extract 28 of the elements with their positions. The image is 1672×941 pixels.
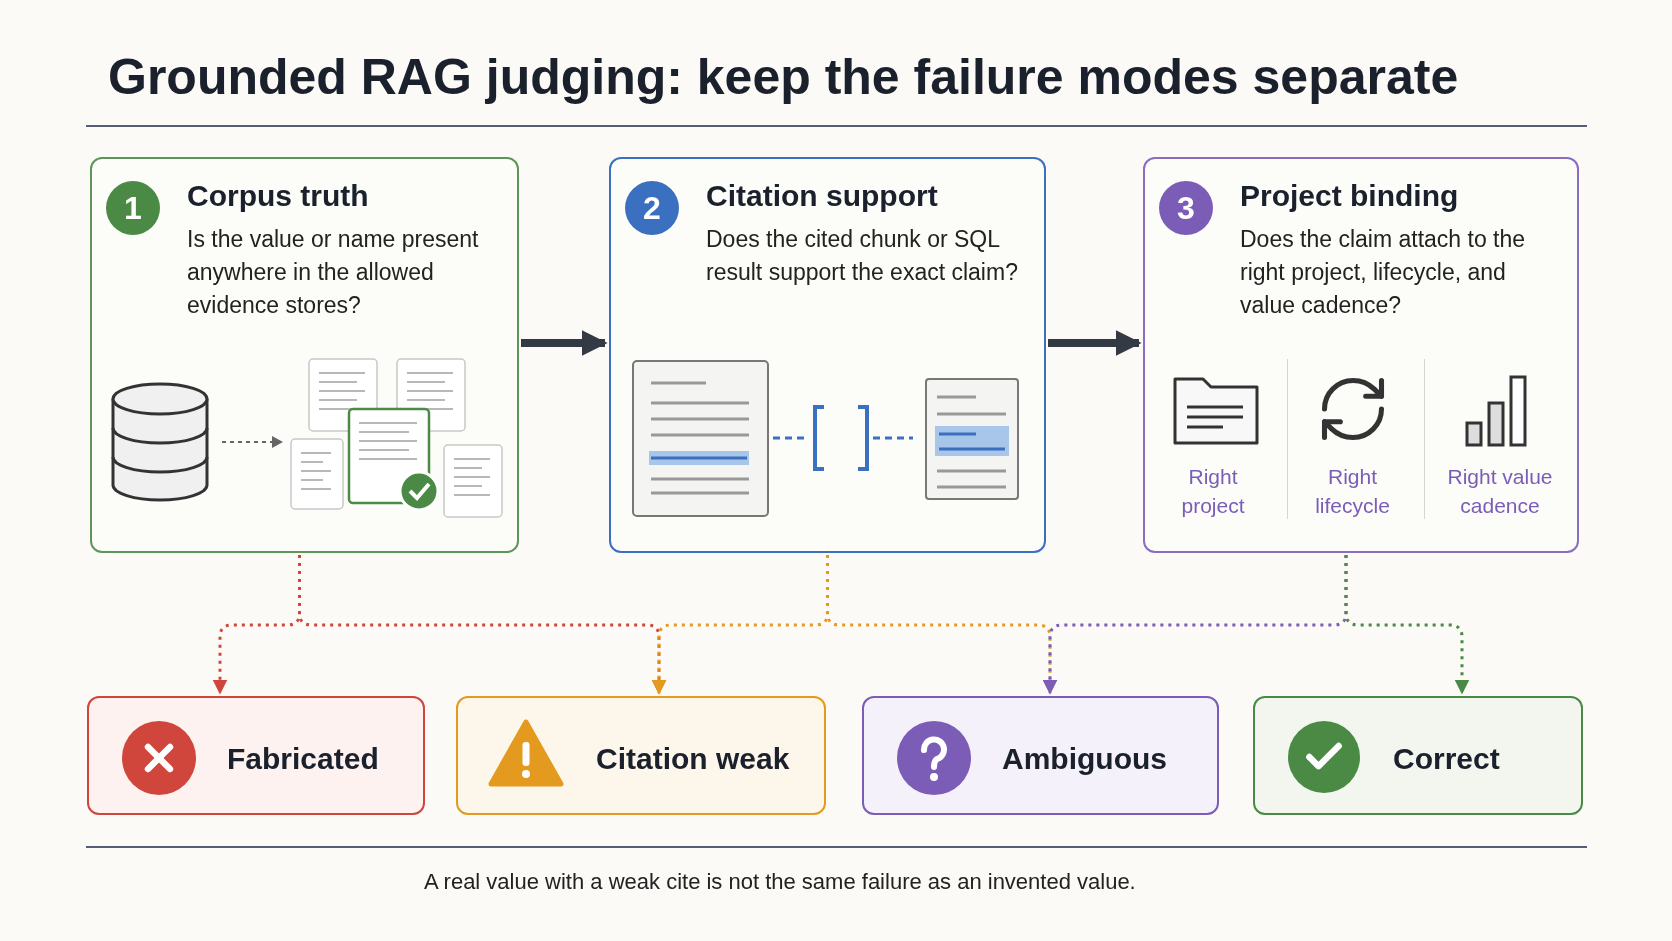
step-question: Is the value or name present anywhere in the allowed evidence stores? — [187, 224, 480, 320]
step-heading: Corpus truth — [187, 178, 370, 214]
outcome-label: Fabricated — [227, 741, 379, 777]
step-heading: Project binding — [1240, 178, 1460, 214]
aspect-label: Right lifecycle — [1314, 464, 1391, 519]
dotted-connector — [1344, 555, 1470, 695]
step-number-badge: 2 — [625, 181, 679, 235]
outcome-box — [862, 696, 1219, 815]
outcome-label: Ambiguous — [1002, 741, 1167, 777]
step-card — [1143, 157, 1579, 553]
step-heading: Citation support — [706, 178, 939, 214]
caption: A real value with a weak cite is not the same failure as an invented value. — [424, 868, 1136, 896]
flow-arrow — [1048, 330, 1142, 356]
flow-arrow — [521, 330, 608, 356]
step-question: Does the claim attach to the right project, lifecycle, and value cadence? — [1240, 224, 1527, 320]
step-number-badge: 1 — [106, 181, 160, 235]
title: Grounded RAG judging: keep the failure modes separate — [108, 48, 1459, 107]
aspect-label: Right value cadence — [1446, 464, 1554, 519]
step-card — [609, 157, 1046, 553]
outcome-box — [87, 696, 425, 815]
step-question: Does the cited chunk or SQL result support the exact claim? — [706, 224, 1019, 287]
step-number-badge: 3 — [1159, 181, 1213, 235]
step-card — [90, 157, 519, 553]
aspect-label: Right project — [1180, 464, 1246, 519]
outcome-box — [1253, 696, 1583, 815]
outcome-label: Correct — [1393, 741, 1500, 777]
outcome-label: Citation weak — [596, 741, 790, 777]
outcome-box — [456, 696, 826, 815]
